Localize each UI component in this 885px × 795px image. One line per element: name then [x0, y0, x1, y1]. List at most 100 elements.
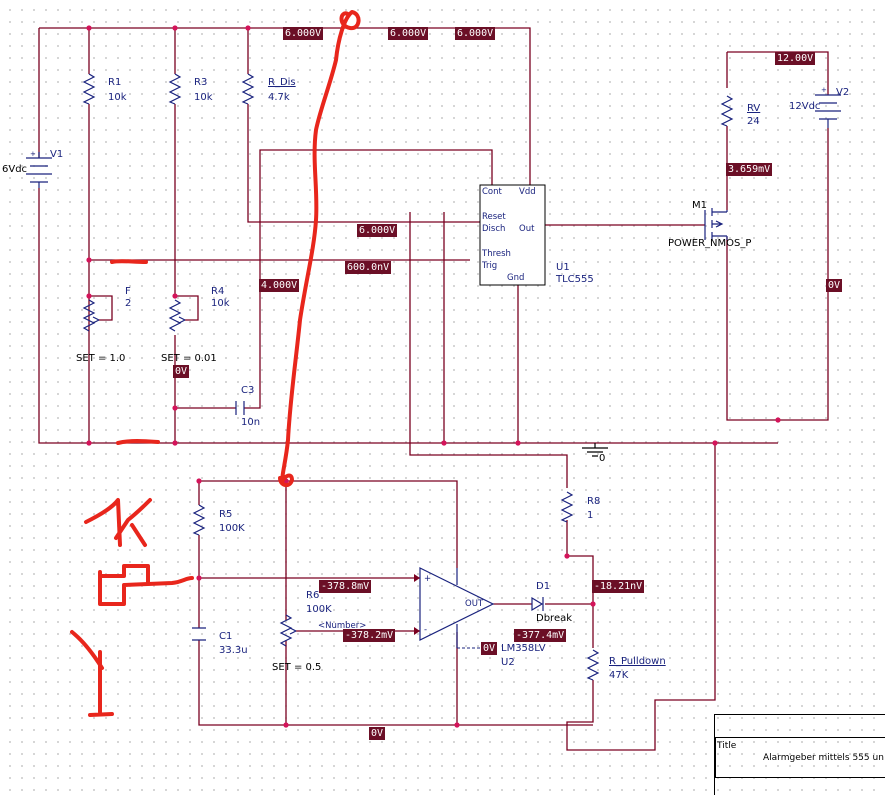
red-scribble-resistor-sketch — [98, 564, 194, 606]
probe-top-a[interactable]: 6.000V — [283, 27, 324, 40]
u2-plus: + — [424, 574, 432, 584]
r6-param: <Number> — [318, 621, 367, 631]
rdis-resistor[interactable] — [241, 73, 255, 105]
title-value: Alarmgeber mittels 555 un — [763, 753, 884, 763]
u1-pin-disch: Disch — [482, 224, 506, 234]
probe-cap[interactable]: 4.000V — [259, 279, 300, 292]
rpd-resistor[interactable] — [586, 649, 600, 681]
probe-drain[interactable]: 3.659mV — [726, 163, 773, 176]
u2-out-pin: OUT — [465, 599, 484, 609]
r1-value: 10k — [108, 92, 127, 103]
probe-trig[interactable]: 600.0nV — [345, 261, 392, 274]
r2-set: SET = 1.0 — [76, 353, 126, 364]
u2-opamp[interactable] — [419, 567, 495, 648]
r4-name: R4 — [211, 286, 225, 297]
r4-potentiometer[interactable] — [168, 299, 186, 332]
probe-opamp-minus[interactable]: -378.2mV — [343, 629, 396, 642]
ground-symbol — [582, 443, 608, 457]
rv-name: RV — [747, 103, 761, 114]
title-block: Title Alarmgeber mittels 555 un — [714, 714, 885, 795]
d1-diode[interactable] — [531, 596, 544, 612]
red-scribble-line — [278, 10, 361, 487]
v2-name: V2 — [836, 87, 850, 98]
svg-text:+: + — [30, 150, 36, 158]
c3-value: 10n — [241, 417, 261, 428]
junctions — [86, 25, 781, 728]
r3-resistor[interactable] — [168, 73, 182, 105]
u1-timer-body[interactable] — [479, 184, 546, 286]
red-scribble-1k — [84, 498, 152, 547]
probe-opamp-plus[interactable]: -378.8mV — [319, 580, 372, 593]
v2-value: 12Vdc — [789, 101, 821, 112]
probe-bottom-0v[interactable]: 0V — [369, 727, 386, 740]
m1-mosfet[interactable] — [704, 208, 728, 240]
rdis-name: R_Dis — [268, 77, 296, 88]
red-scribble-mark-b — [116, 439, 160, 445]
v1-name: V1 — [50, 149, 64, 160]
rv-resistor[interactable] — [720, 95, 734, 127]
u1-pin-cont: Cont — [482, 187, 502, 197]
c1-name: C1 — [219, 631, 233, 642]
u1-name: U1 — [556, 262, 570, 273]
r2-value: 2 — [125, 298, 132, 309]
u1-pin-reset: Reset — [482, 212, 506, 222]
u2-minus: - — [424, 625, 428, 635]
c1-capacitor[interactable] — [192, 627, 206, 641]
c3-name: C3 — [241, 385, 255, 396]
r8-value: 1 — [587, 510, 594, 521]
rpd-value: 47K — [609, 670, 629, 681]
r4-value: 10k — [211, 298, 230, 309]
d1-part: Dbreak — [536, 613, 573, 624]
m1-part: POWER_NMOS_P — [668, 238, 752, 249]
probe-r4-0v[interactable]: 0V — [173, 365, 190, 378]
svg-text:+: + — [821, 86, 827, 94]
u1-part: TLC555 — [556, 274, 594, 285]
r6-value: 100K — [306, 604, 332, 615]
r6-name: R6 — [306, 590, 320, 601]
title-label: Title — [717, 741, 737, 751]
v1-value: 6Vdc — [2, 164, 28, 175]
probe-opamp-vminus[interactable]: 0V — [481, 642, 498, 655]
rdis-value: 4.7k — [268, 92, 290, 103]
v1-source[interactable]: + — [26, 150, 52, 188]
r3-value: 10k — [194, 92, 213, 103]
r5-value: 100K — [219, 523, 245, 534]
handwritten-annotation — [70, 10, 361, 717]
r1-resistor[interactable] — [82, 73, 96, 105]
wires — [38, 27, 829, 751]
c1-value: 33.3u — [219, 645, 248, 656]
schematic-canvas: + + — [26, 10, 841, 751]
r8-name: R8 — [587, 496, 601, 507]
u1-pin-gnd: Gnd — [507, 273, 525, 283]
probe-top-b[interactable]: 6.000V — [388, 27, 429, 40]
probe-diode-out[interactable]: -18.21nV — [592, 580, 645, 593]
probe-v2[interactable]: 12.00V — [775, 52, 816, 65]
r4-set: SET = 0.01 — [161, 353, 217, 364]
probe-top-c[interactable]: 6.000V — [455, 27, 496, 40]
probe-opamp-out[interactable]: -377.4mV — [514, 629, 567, 642]
probe-right-0v[interactable]: 0V — [826, 279, 843, 292]
r5-name: R5 — [219, 509, 233, 520]
r1-name: R1 — [108, 77, 122, 88]
d1-name: D1 — [536, 581, 551, 592]
rpd-name: R_Pulldown — [609, 656, 666, 667]
v2-source[interactable]: + — [815, 86, 841, 128]
u1-pin-thresh: Thresh — [482, 249, 511, 259]
u1-pin-out: Out — [519, 224, 535, 234]
r2-potentiometer[interactable] — [82, 299, 100, 332]
rv-value: 24 — [747, 116, 760, 127]
probe-reset[interactable]: 6.000V — [357, 224, 398, 237]
u2-name: U2 — [501, 657, 515, 668]
c3-capacitor[interactable] — [235, 401, 245, 415]
r8-resistor[interactable] — [560, 491, 574, 523]
r6-set: SET = 0.5 — [272, 662, 322, 673]
ground-label: 0 — [599, 453, 606, 464]
red-scribble-mark-a — [110, 259, 148, 264]
u1-pin-vdd: Vdd — [519, 187, 536, 197]
r3-name: R3 — [194, 77, 208, 88]
m1-name: M1 — [692, 200, 707, 211]
u2-part: LM358LV — [501, 643, 546, 654]
r5-resistor[interactable] — [192, 504, 206, 536]
u1-pin-trig: Trig — [482, 261, 498, 271]
r6-potentiometer[interactable] — [279, 614, 297, 647]
